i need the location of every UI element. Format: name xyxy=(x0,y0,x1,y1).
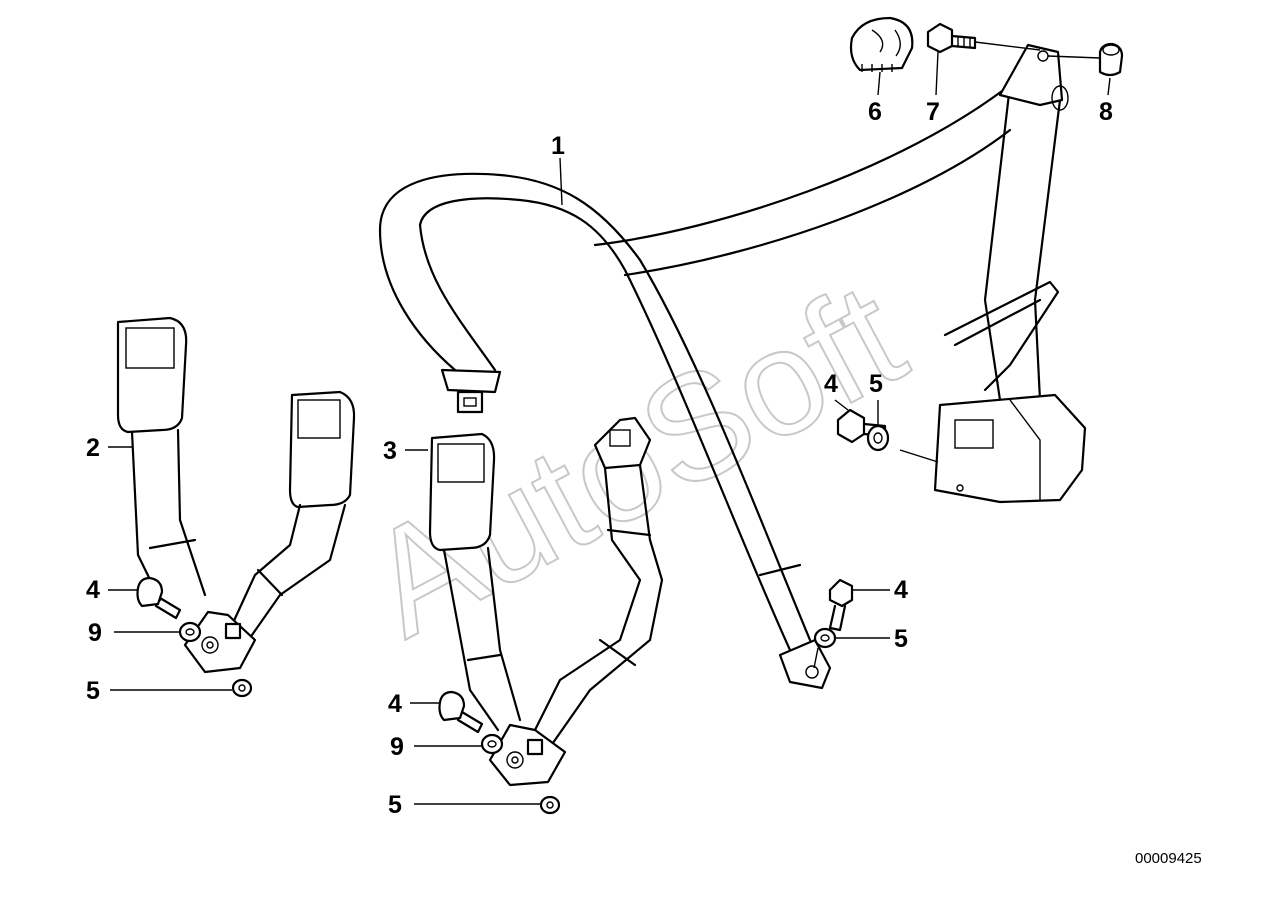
callout-3: 3 xyxy=(383,437,397,465)
upper-bolt xyxy=(926,22,954,54)
callouts: 1 2 3 4 4 4 4 5 5 5 5 6 7 8 9 9 xyxy=(86,98,1113,819)
callout-8: 8 xyxy=(1099,98,1113,126)
document-number: 00009425 xyxy=(1135,850,1202,867)
callout-9-left: 9 xyxy=(88,619,102,647)
washer-5-left xyxy=(231,678,253,698)
callout-5-retractor: 5 xyxy=(869,370,883,398)
callout-4-anchor: 4 xyxy=(894,576,908,604)
callout-5-anchor: 5 xyxy=(894,625,908,653)
front-seat-belt xyxy=(378,43,1087,690)
anchor-washer-right xyxy=(813,627,837,649)
callout-4-center: 4 xyxy=(388,690,402,718)
callout-9-center: 9 xyxy=(390,733,404,761)
leader-lines xyxy=(108,41,1111,805)
callout-5-left: 5 xyxy=(86,677,100,705)
washer-9-left xyxy=(178,621,202,643)
anchor-bolt-right xyxy=(828,578,854,608)
washer-5-center xyxy=(539,795,561,815)
washer-9-center xyxy=(480,733,504,755)
callout-7: 7 xyxy=(926,98,940,126)
retractor-washer xyxy=(866,424,890,452)
callout-5-center: 5 xyxy=(388,791,402,819)
callout-1: 1 xyxy=(551,132,565,160)
hardware xyxy=(136,16,1124,815)
callout-4-retractor: 4 xyxy=(824,370,838,398)
rear-center-buckle-lap-belt xyxy=(428,416,664,787)
rear-left-buckle-pair xyxy=(116,316,356,674)
callout-4-left: 4 xyxy=(86,576,100,604)
callout-2: 2 xyxy=(86,434,100,462)
spacer-nut xyxy=(1098,42,1124,77)
bolt-center xyxy=(438,690,466,722)
trim-cover xyxy=(849,16,914,72)
callout-6: 6 xyxy=(868,98,882,126)
bolt-left xyxy=(136,576,164,608)
